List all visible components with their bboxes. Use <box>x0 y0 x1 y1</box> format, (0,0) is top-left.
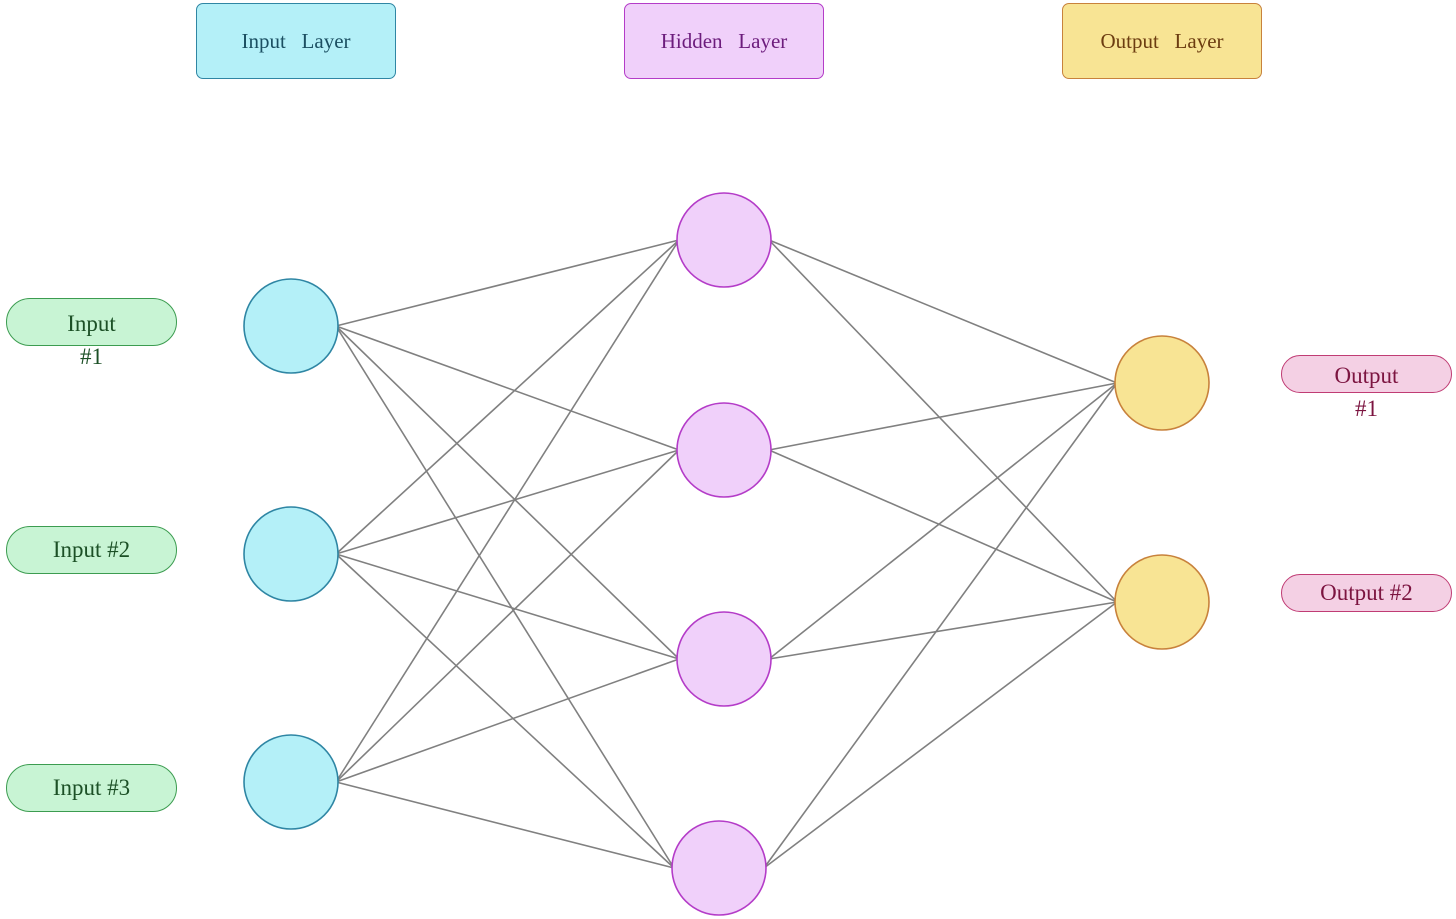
edge-input-2-hidden-4 <box>335 553 675 869</box>
output-label-2: Output #2 <box>1281 574 1452 612</box>
hidden-node-3 <box>676 611 772 707</box>
edge-input-1-hidden-2 <box>335 325 680 451</box>
neurons <box>243 192 1210 916</box>
input-label-2: Input #2 <box>6 526 177 574</box>
edge-hidden-2-output-2 <box>768 449 1118 603</box>
edge-hidden-1-output-1 <box>768 239 1118 384</box>
output-layer-header: Output Layer <box>1062 3 1262 79</box>
edge-hidden-1-output-2 <box>768 239 1118 603</box>
edge-input-3-hidden-2 <box>335 449 680 783</box>
edge-hidden-3-output-1 <box>768 382 1118 660</box>
edge-input-3-hidden-3 <box>335 658 680 783</box>
hidden-node-2 <box>676 402 772 498</box>
edge-input-3-hidden-4 <box>335 781 675 869</box>
edge-input-2-hidden-3 <box>335 553 680 660</box>
edge-input-2-hidden-2 <box>335 449 680 555</box>
hidden-node-4 <box>671 820 767 916</box>
edge-hidden-3-output-2 <box>768 601 1118 660</box>
input-node-2 <box>243 506 339 602</box>
input-label-1: Input #1 <box>6 298 177 369</box>
edge-input-1-hidden-3 <box>335 325 680 660</box>
edge-hidden-2-output-1 <box>768 382 1118 451</box>
edge-input-3-hidden-1 <box>335 239 680 783</box>
edge-input-2-hidden-1 <box>335 239 680 555</box>
edge-input-1-hidden-4 <box>335 325 675 869</box>
output-node-2 <box>1114 554 1210 650</box>
edge-hidden-4-output-1 <box>763 382 1118 869</box>
output-label-1: Output #1 <box>1281 355 1452 421</box>
hidden-node-1 <box>676 192 772 288</box>
input-node-1 <box>243 278 339 374</box>
output-node-1 <box>1114 335 1210 431</box>
edge-input-1-hidden-1 <box>335 239 680 327</box>
input-node-3 <box>243 734 339 830</box>
input-layer-header: Input Layer <box>196 3 396 79</box>
edge-hidden-4-output-2 <box>763 601 1118 869</box>
hidden-layer-header: Hidden Layer <box>624 3 824 79</box>
connections <box>335 239 1118 869</box>
input-label-3: Input #3 <box>6 764 177 812</box>
